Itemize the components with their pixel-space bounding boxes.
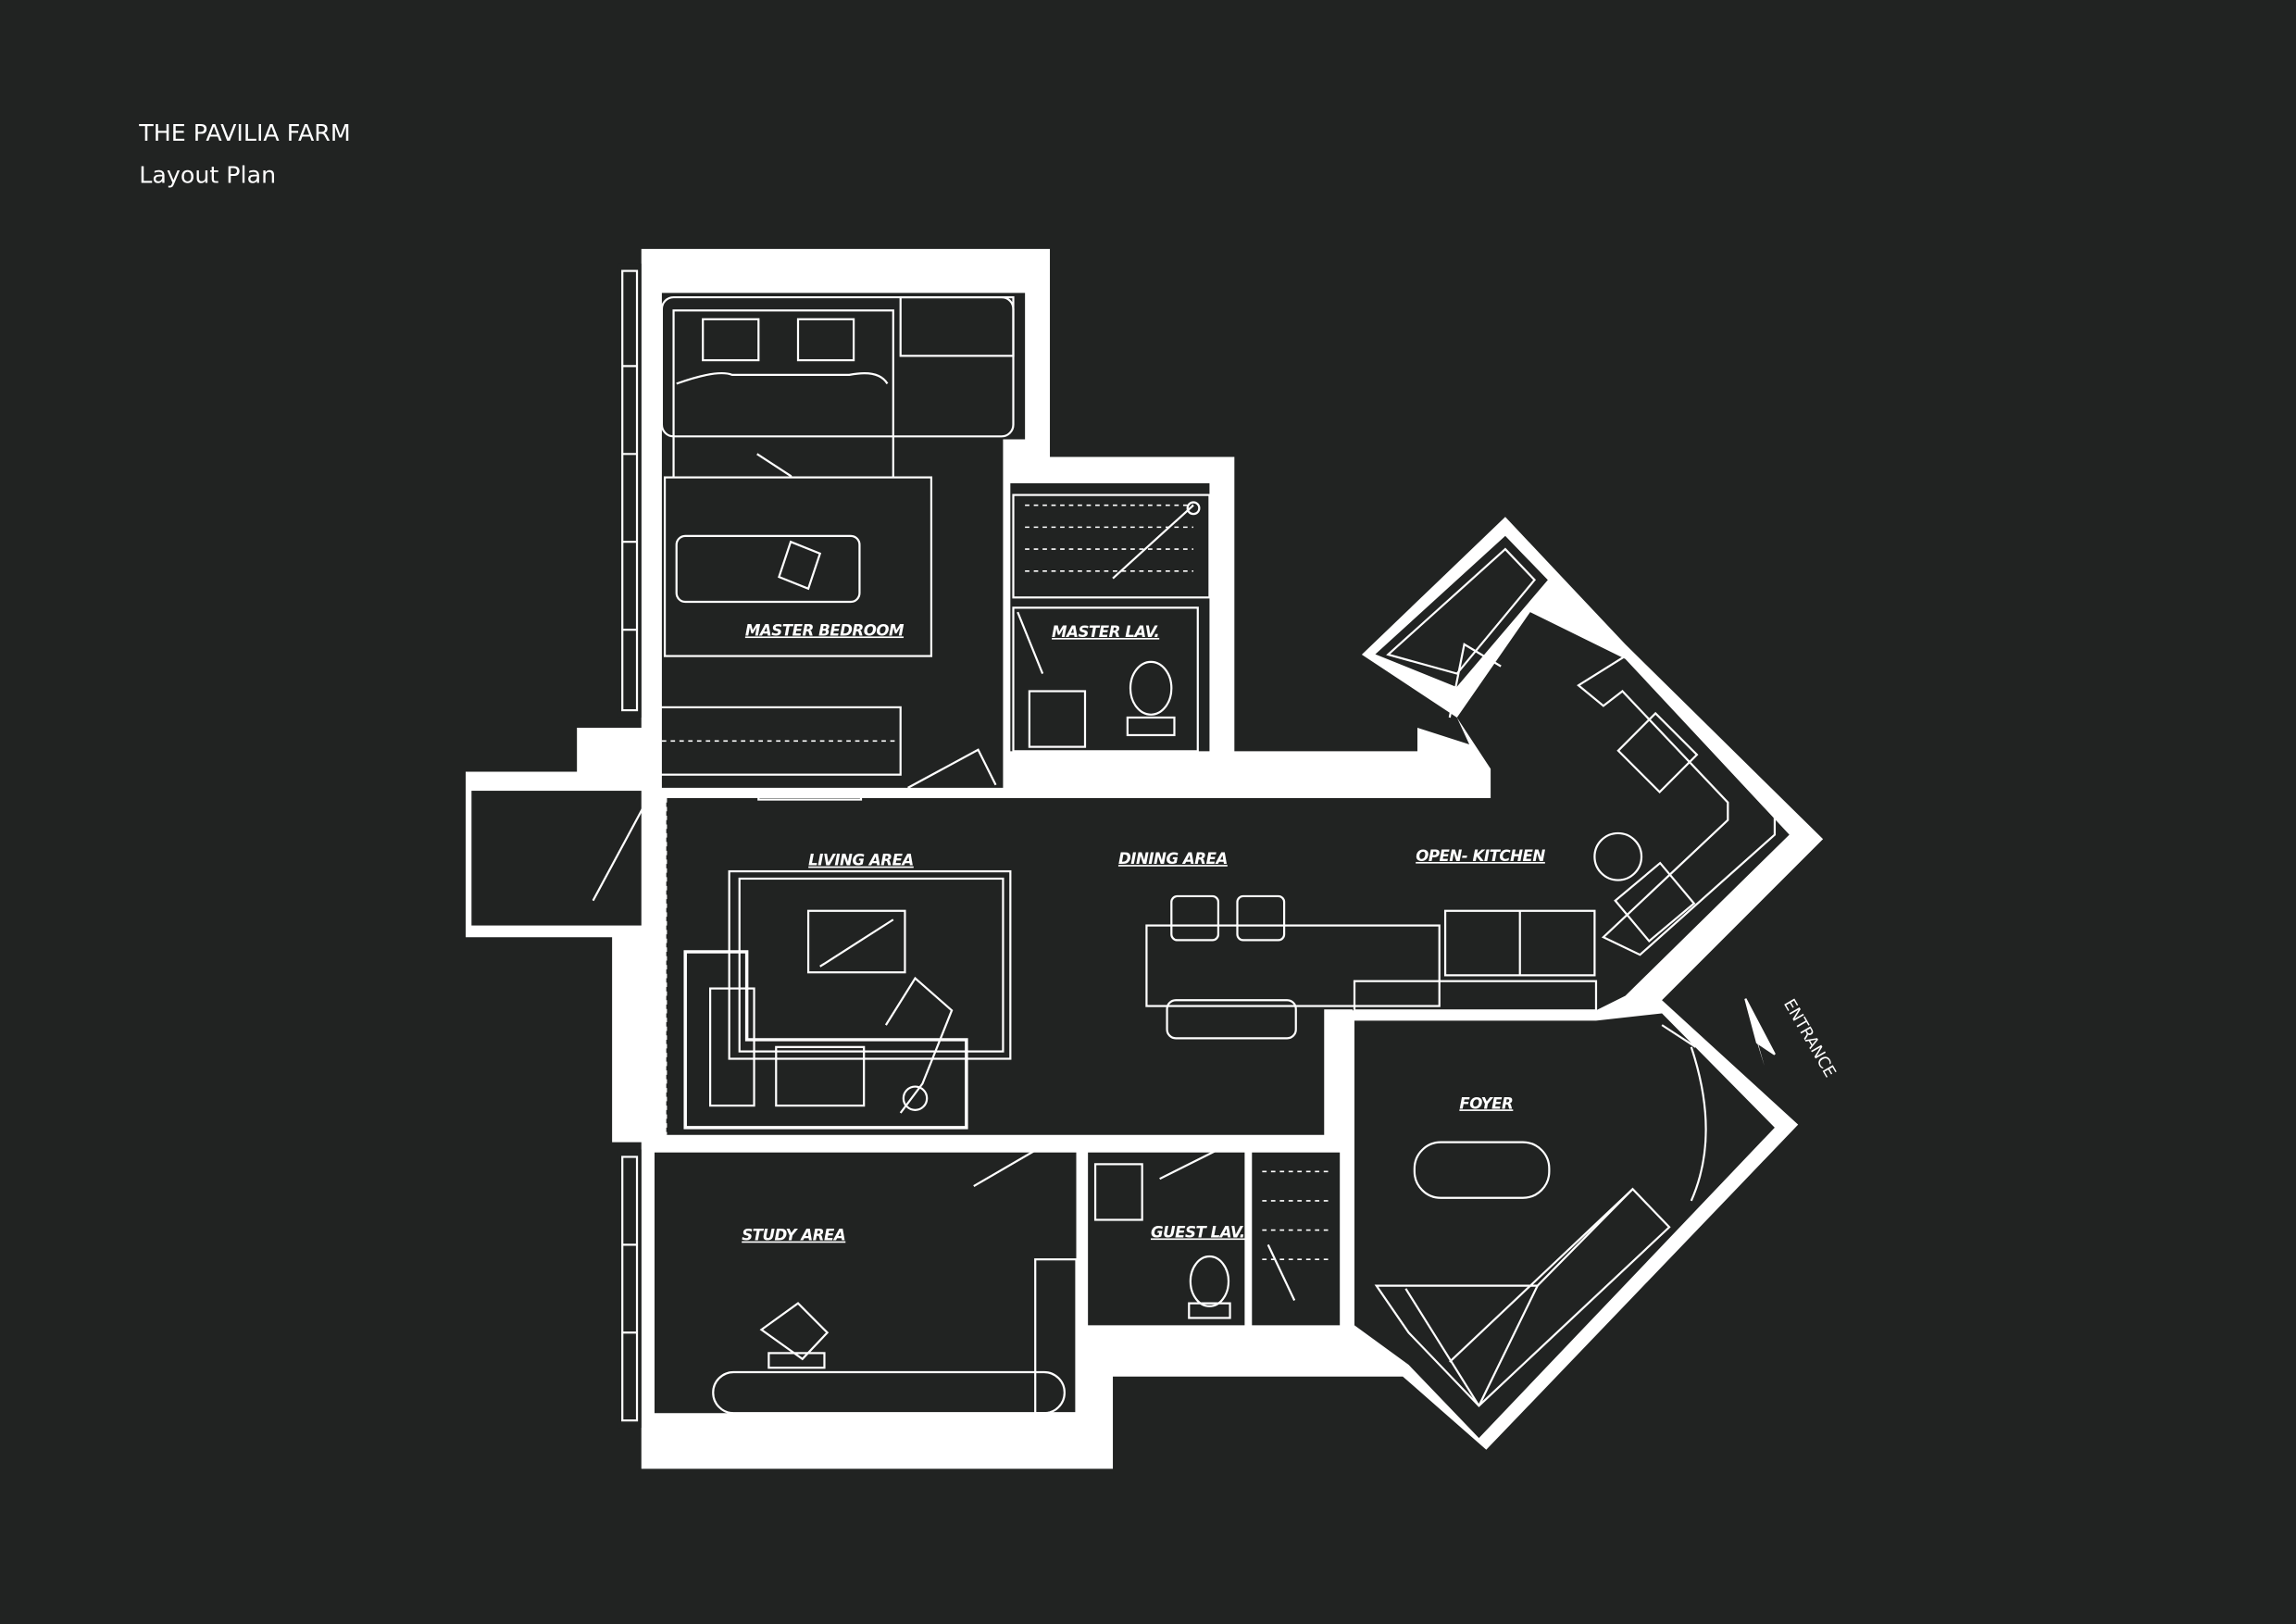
foyer-furniture — [1324, 980, 1707, 1407]
living-area-furniture — [592, 789, 1012, 1135]
bench — [675, 534, 861, 604]
label-living-area: LIVING AREA — [808, 852, 914, 869]
master-lav-fixtures — [1012, 493, 1211, 753]
entrance-marker: ENTRANCE — [1744, 996, 1839, 1081]
coffee-table — [806, 909, 906, 974]
plan-subtitle: Layout Plan — [139, 162, 276, 189]
sink — [1028, 690, 1087, 748]
wardrobe — [653, 706, 902, 776]
label-master-bedroom: MASTER BEDROOM — [745, 621, 905, 639]
bedroom-rug — [663, 476, 933, 657]
utility-balcony-floor — [1373, 534, 1550, 689]
guest-lav-floor — [1088, 1152, 1245, 1326]
shower-area — [1012, 493, 1211, 599]
dining-kitchen-furniture — [1145, 532, 1777, 1040]
kitchen-sink — [1614, 861, 1696, 943]
foyer-floor — [1354, 1013, 1775, 1439]
guest-toilet — [1189, 1255, 1230, 1307]
study-floor — [654, 1152, 1077, 1414]
dining-table — [1145, 924, 1441, 1007]
label-open-kitchen: OPEN- KITCHEN — [1416, 847, 1545, 865]
project-title: THE PAVILIA FARM — [138, 119, 350, 146]
label-study-area: STUDY AREA — [742, 1227, 845, 1244]
study-desk — [712, 1370, 1066, 1415]
windows — [617, 269, 1229, 1422]
living-rug — [738, 877, 1004, 1053]
cooktop — [1616, 711, 1699, 794]
foyer-bench — [1413, 1141, 1551, 1199]
guest-lav-fixtures — [1093, 1141, 1333, 1319]
sofa — [683, 950, 968, 1130]
master-bedroom-furniture — [653, 295, 1015, 789]
guest-sink — [1093, 1163, 1143, 1221]
label-dining-area: DINING AREA — [1118, 850, 1228, 868]
study-furniture — [712, 1138, 1078, 1415]
label-foyer: FOYER — [1459, 1094, 1513, 1112]
entrance-label: ENTRANCE — [1779, 996, 1839, 1081]
balcony-floor — [471, 791, 642, 926]
guest-shower-floor — [1252, 1152, 1341, 1326]
kitchen-counter — [1577, 655, 1777, 956]
master-lav-floor — [1010, 482, 1210, 752]
label-guest-lav: GUEST LAV. — [1151, 1223, 1245, 1241]
toilet — [1129, 660, 1173, 716]
label-master-lav: MASTER LAV. — [1052, 623, 1159, 641]
room-labels: MASTER BEDROOM MASTER LAV. LIVING AREA D… — [742, 621, 1546, 1244]
